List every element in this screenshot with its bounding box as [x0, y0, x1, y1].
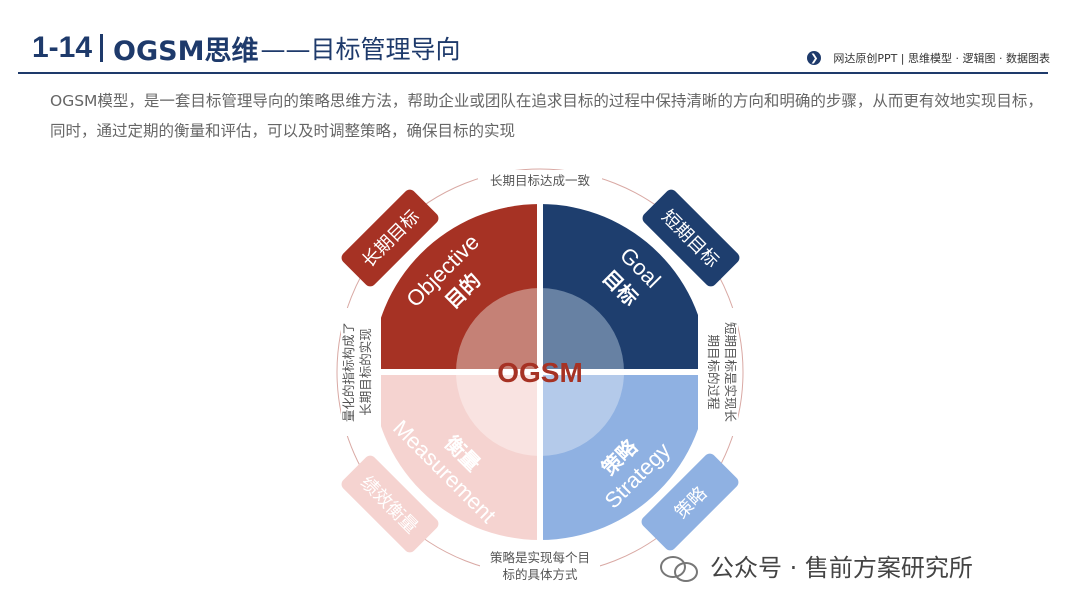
watermark-text: 公众号 · 售前方案研究所: [710, 554, 973, 582]
annotation-right-bg: [698, 308, 738, 436]
annotation-left-line1: 量化的指标构成了: [341, 322, 356, 422]
annotation-bottom-line2: 标的具体方式: [502, 567, 578, 582]
center-lens-tr: [540, 288, 624, 372]
annotation-top: 长期目标达成一致: [490, 173, 591, 188]
title-main: OGSM思维: [113, 35, 259, 67]
breadcrumb: ❯ 网达原创PPT | 思维模型 · 逻辑图 · 数据图表: [807, 50, 1050, 66]
annotation-left-line2: 长期目标的实现: [358, 328, 373, 416]
watermark: 公众号 · 售前方案研究所: [660, 548, 973, 583]
center-lens-bl: [456, 372, 540, 456]
breadcrumb-text: 网达原创PPT | 思维模型 · 逻辑图 · 数据图表: [833, 52, 1050, 65]
annotation-bottom-bg: [480, 546, 600, 586]
wechat-icon: [660, 550, 700, 582]
annotation-right-line2: 期目标的过程: [706, 334, 721, 410]
annotation-top-bg: [478, 170, 602, 190]
center-label: OGSM: [497, 357, 583, 388]
header-rule: [18, 72, 1048, 74]
title-subtitle: ——目标管理导向: [260, 35, 461, 64]
center-lens-br: [540, 372, 624, 456]
tag-strategy: 策略: [641, 453, 739, 551]
title-divider: [100, 34, 104, 62]
chevron-right-icon: ❯: [807, 51, 822, 65]
slide-title: 1-14 OGSM思维 ——目标管理导向: [32, 26, 461, 70]
annotation-right-line1: 短期目标是实现长: [723, 322, 738, 423]
center-lens-tl: [456, 288, 540, 372]
annotation-left-bg: [341, 308, 381, 436]
slide-number: 1-14: [32, 31, 93, 64]
intro-paragraph: OGSM模型，是一套目标管理导向的策略思维方法，帮助企业或团队在追求目标的过程中…: [50, 92, 1043, 140]
annotation-bottom-line1: 策略是实现每个目: [490, 550, 590, 565]
